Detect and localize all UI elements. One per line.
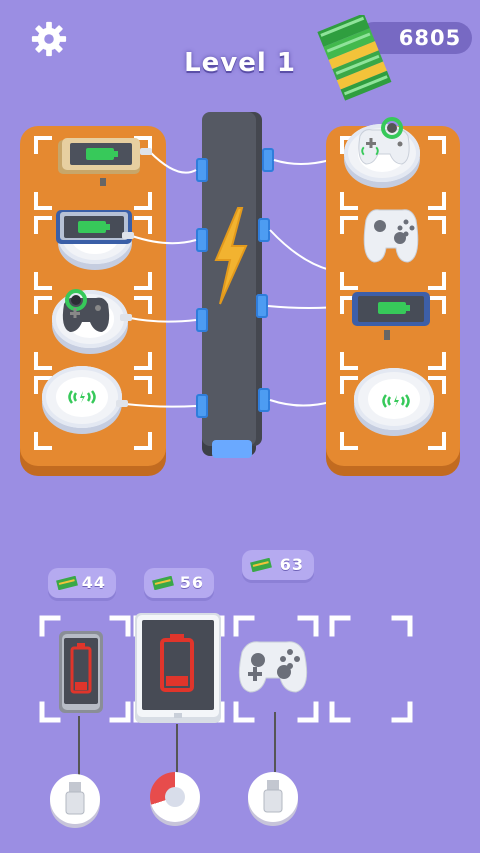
left-pad-4-empty[interactable] (42, 366, 122, 428)
left-phone-on-pad[interactable] (54, 208, 134, 248)
price-tablet: 56 (179, 573, 204, 592)
plug-cable-2 (176, 724, 178, 774)
usb-plug-icon (263, 780, 283, 813)
tower-port-r3 (256, 294, 268, 318)
tower-port-l4 (196, 394, 208, 418)
cash-icon (56, 576, 78, 590)
tower-base-port (212, 440, 252, 458)
tower-port-r1 (262, 148, 274, 172)
right-gamepad-on-pad[interactable] (352, 114, 416, 170)
plug-cable-1 (78, 716, 80, 776)
price-gamepad: 63 (279, 555, 304, 574)
level-title: Level 1 (184, 48, 296, 78)
left-phone-charging[interactable] (56, 134, 146, 180)
wireless-charge-icon-small (361, 146, 379, 156)
price-tag-gamepad: 63 (242, 550, 314, 580)
settings-gear-icon[interactable] (30, 20, 68, 58)
price-tag-tablet: 56 (144, 568, 214, 598)
right-gamepad-idle[interactable] (360, 196, 422, 268)
tower-port-r2 (258, 218, 270, 242)
price-tag-phone: 44 (48, 568, 116, 598)
cash-stack-icon (317, 15, 392, 101)
wireless-charge-icon (68, 390, 96, 404)
tower-port-l1 (196, 158, 208, 182)
usb-plug-icon (65, 782, 85, 815)
cash-icon (250, 558, 272, 572)
plug-cable-3 (274, 712, 276, 772)
price-phone: 44 (81, 573, 106, 592)
tower-port-r4 (258, 388, 270, 412)
tower-port-l2 (196, 228, 208, 252)
cash-icon (152, 576, 174, 590)
right-phone-charging[interactable] (350, 290, 432, 330)
left-gamepad-on-pad[interactable] (56, 282, 116, 338)
plug-socket (165, 787, 185, 807)
plug-button-3[interactable] (248, 772, 298, 822)
left-pad1-cable-stub (100, 178, 106, 186)
shop-phone-low-battery[interactable] (58, 630, 104, 714)
shop-gamepad[interactable] (234, 628, 312, 696)
tower-port-l3 (196, 308, 208, 332)
plug-button-1[interactable] (50, 774, 100, 824)
shop-tablet-low-battery[interactable] (134, 612, 222, 724)
money-counter: 6805 (398, 26, 462, 50)
right-phone-cable-stub (384, 330, 390, 340)
left-board-brackets (20, 126, 166, 466)
wireless-charge-icon (382, 394, 410, 408)
plug-button-2[interactable] (150, 772, 200, 822)
right-pad-4-empty[interactable] (354, 368, 434, 430)
right-board-brackets (326, 126, 460, 466)
lightning-icon (214, 207, 248, 305)
